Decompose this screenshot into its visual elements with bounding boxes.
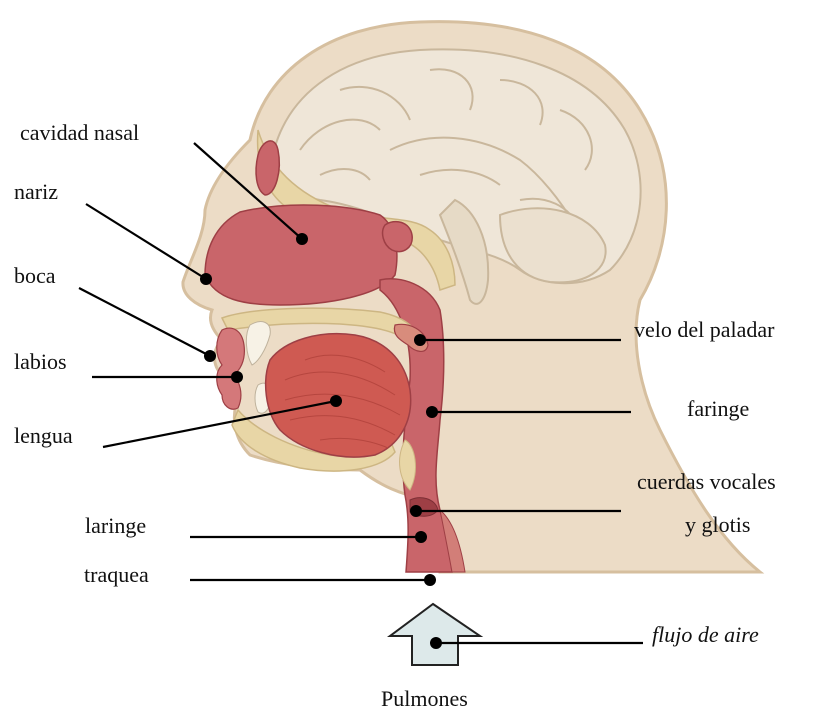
label-lengua: lengua: [14, 425, 73, 447]
dot-boca: [204, 350, 216, 362]
airflow-arrow: [390, 604, 480, 665]
label-velo-del-paladar: velo del paladar: [634, 319, 775, 341]
dot-traquea: [424, 574, 436, 586]
dot-laringe: [415, 531, 427, 543]
label-pulmones: Pulmones: [381, 688, 468, 710]
label-boca: boca: [14, 265, 56, 287]
dot-velo: [414, 334, 426, 346]
label-y-glotis: y glotis: [685, 514, 750, 536]
label-nariz: nariz: [14, 181, 58, 203]
label-labios: labios: [14, 351, 67, 373]
label-flujo-de-aire: flujo de aire: [652, 624, 759, 646]
label-cavidad-nasal: cavidad nasal: [20, 122, 139, 144]
dot-lengua: [330, 395, 342, 407]
nasal-cavity-shape: [205, 205, 397, 305]
dot-flujo: [430, 637, 442, 649]
dot-cavidad-nasal: [296, 233, 308, 245]
label-laringe: laringe: [85, 515, 146, 537]
label-traquea: traquea: [84, 564, 149, 586]
label-faringe: faringe: [687, 398, 749, 420]
leader-nariz: [86, 204, 206, 279]
lips-shape: [217, 328, 245, 409]
label-cuerdas-vocales: cuerdas vocales: [637, 471, 776, 493]
dot-cuerdas: [410, 505, 422, 517]
dot-faringe: [426, 406, 438, 418]
dot-labios: [231, 371, 243, 383]
dot-nariz: [200, 273, 212, 285]
